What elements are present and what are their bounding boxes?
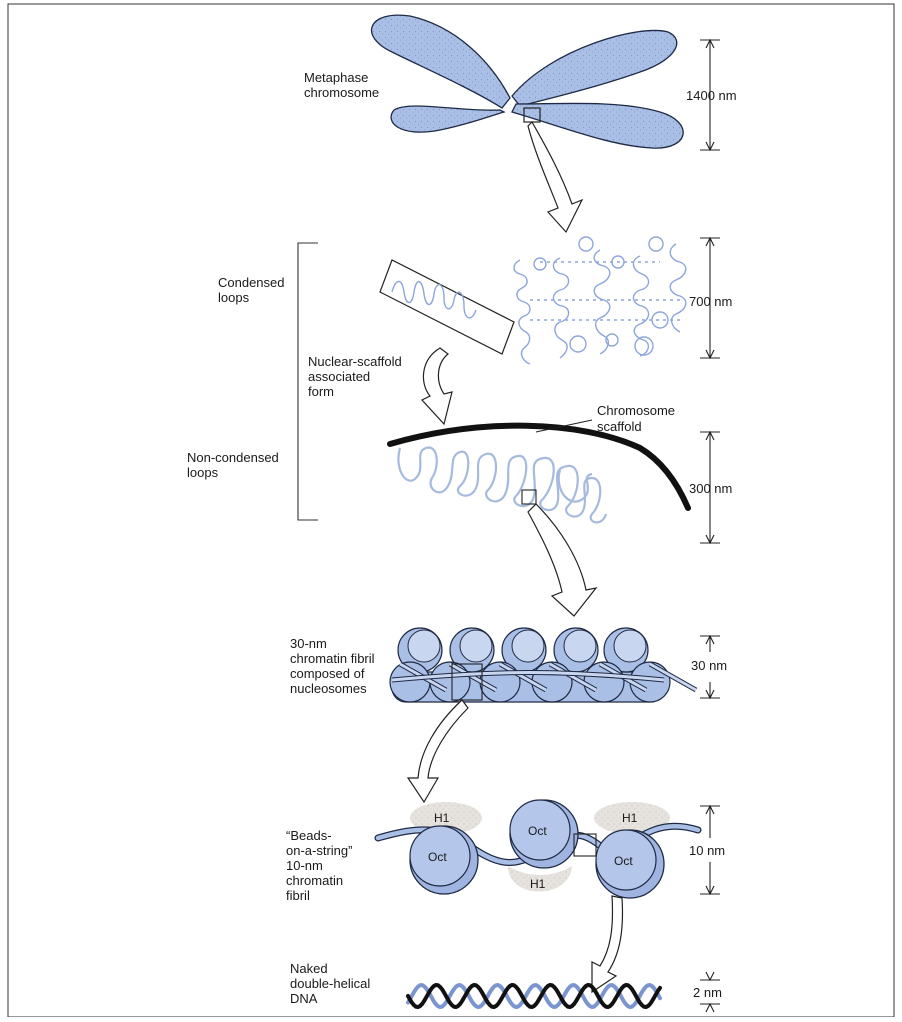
octamer-center: Oct xyxy=(510,800,578,868)
nuclear-scaffold-line-3: form xyxy=(308,384,334,399)
metaphase-label-line-2: chromosome xyxy=(304,85,379,100)
zoom-arrow-1 xyxy=(528,122,582,232)
fibril-nucleosome-face xyxy=(614,630,646,662)
dimension-700nm-label: 700 nm xyxy=(689,294,732,309)
h1-histone-bottom: H1 xyxy=(508,866,572,892)
dna-label-line-2: double-helical xyxy=(290,976,370,991)
metaphase-label: Metaphase chromosome xyxy=(304,70,379,100)
nuclear-scaffold-box xyxy=(380,260,514,354)
beads-label-line-4: chromatin xyxy=(286,873,343,888)
nuclear-scaffold-label: Nuclear-scaffold associated form xyxy=(308,354,402,399)
zoom-arrow-2 xyxy=(422,348,452,424)
chromosome-scaffold-line-1: Chromosome xyxy=(597,403,675,418)
fibril-30nm-label: 30-nm chromatin fibril composed of nucle… xyxy=(290,636,375,696)
dimension-1400nm: 1400 nm xyxy=(686,40,737,150)
dimension-1400nm-label: 1400 nm xyxy=(686,88,737,103)
zoom-arrow-3 xyxy=(528,504,596,616)
octamer-left: Oct xyxy=(410,826,478,894)
non-condensed-line-2: loops xyxy=(187,465,219,480)
condensed-loops-line-2: loops xyxy=(218,290,250,305)
metaphase-label-line-1: Metaphase xyxy=(304,70,368,85)
fibril-nucleosome-face xyxy=(512,630,544,662)
zoom-arrow-4 xyxy=(408,700,468,802)
fibril-label-line-2: chromatin fibril xyxy=(290,651,375,666)
double-helix xyxy=(408,985,660,1007)
dna-label-line-3: DNA xyxy=(290,991,318,1006)
dimension-700nm: 700 nm xyxy=(689,238,732,358)
chromosome-scaffold xyxy=(390,420,688,508)
zoom-arrow-5 xyxy=(592,896,622,992)
condensed-loop-array xyxy=(514,237,686,364)
dna-label-line-1: Naked xyxy=(290,961,328,976)
non-condensed-loop-strand xyxy=(398,448,606,523)
beads-label-line-2: on-a-string” xyxy=(286,843,352,858)
dimension-2nm-label: 2 nm xyxy=(693,985,722,1000)
dimension-30nm-label: 30 nm xyxy=(691,658,727,673)
non-condensed-label: Non-condensed loops xyxy=(187,450,279,480)
condensed-loops-line-1: Condensed xyxy=(218,275,285,290)
metaphase-chromosome xyxy=(372,15,684,148)
dimension-300nm: 300 nm xyxy=(689,432,732,543)
chromatin-fibril-30nm xyxy=(390,628,696,702)
chromosome-scaffold-label: Chromosome scaffold xyxy=(597,403,675,434)
fibril-label-line-3: composed of xyxy=(290,666,365,681)
condensed-loops-label: Condensed loops xyxy=(218,275,285,305)
octamer-right: Oct xyxy=(596,830,664,898)
dimension-10nm: 10 nm xyxy=(689,806,725,894)
beads-label: “Beads- on-a-string” 10-nm chromatin fib… xyxy=(286,828,352,903)
h1-label-bottom: H1 xyxy=(530,877,546,891)
naked-dna-label: Naked double-helical DNA xyxy=(290,961,370,1006)
fibril-nucleosome-face xyxy=(460,630,492,662)
beads-on-a-string: H1 H1 H1 Oct Oct Oct xyxy=(378,800,698,898)
dimension-300nm-label: 300 nm xyxy=(689,481,732,496)
non-condensed-line-1: Non-condensed xyxy=(187,450,279,465)
nuclear-scaffold-line-1: Nuclear-scaffold xyxy=(308,354,402,369)
chromosome-scaffold-line-2: scaffold xyxy=(597,419,642,434)
nuclear-scaffold-line-2: associated xyxy=(308,369,370,384)
h1-label-left: H1 xyxy=(434,811,450,825)
beads-label-line-5: fibril xyxy=(286,888,310,903)
fibril-nucleosome-face xyxy=(408,630,440,662)
oct-label-right: Oct xyxy=(614,854,633,868)
fibril-label-line-1: 30-nm xyxy=(290,636,327,651)
oct-label-left: Oct xyxy=(428,850,447,864)
beads-label-line-1: “Beads- xyxy=(286,828,332,843)
h1-label-right: H1 xyxy=(622,811,638,825)
fibril-nucleosome-face xyxy=(564,630,596,662)
beads-label-line-3: 10-nm xyxy=(286,858,323,873)
dimension-10nm-label: 10 nm xyxy=(689,843,725,858)
oct-label-center: Oct xyxy=(528,824,547,838)
dimension-2nm: 2 nm xyxy=(693,972,722,1012)
fibril-label-line-4: nucleosomes xyxy=(290,681,367,696)
